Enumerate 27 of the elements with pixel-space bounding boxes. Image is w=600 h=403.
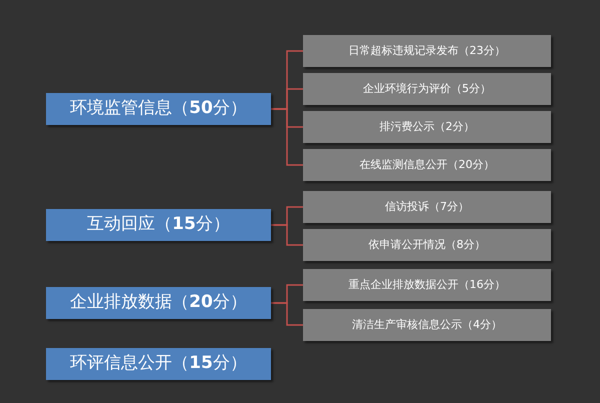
item-box — [303, 309, 551, 341]
category-box — [46, 209, 271, 241]
category-box — [46, 287, 271, 319]
box-label: 在线监测信息公开（20分） — [360, 156, 494, 173]
item-box — [303, 35, 551, 67]
category-box — [46, 348, 271, 380]
item-box — [303, 229, 551, 261]
item-box — [303, 111, 551, 143]
box-label: 日常超标违规记录发布（23分） — [348, 42, 506, 59]
item-box — [303, 191, 551, 223]
box-label: 环境监管信息（50分） — [70, 97, 247, 120]
connector-line — [271, 224, 303, 246]
box-label: 企业环境行为评价（5分） — [363, 80, 491, 97]
item-box — [303, 269, 551, 301]
box-label: 清洁生产审核信息公示（4分） — [352, 316, 502, 333]
box-label: 重点企业排放数据公开（16分） — [348, 276, 506, 293]
connector-line — [271, 108, 303, 166]
box-label: 环评信息公开（15分） — [70, 352, 247, 376]
box-label: 依申请公开情况（8分） — [368, 236, 486, 253]
box-label: 企业排放数据（20分） — [70, 291, 247, 314]
connector-line — [271, 302, 303, 326]
item-box — [303, 73, 551, 105]
item-box — [303, 149, 551, 181]
box-label: 排污费公示（2分） — [380, 118, 474, 135]
category-box — [46, 93, 271, 125]
box-label: 信访投诉（7分） — [385, 198, 469, 215]
box-label: 互动回应（15分） — [87, 213, 230, 236]
